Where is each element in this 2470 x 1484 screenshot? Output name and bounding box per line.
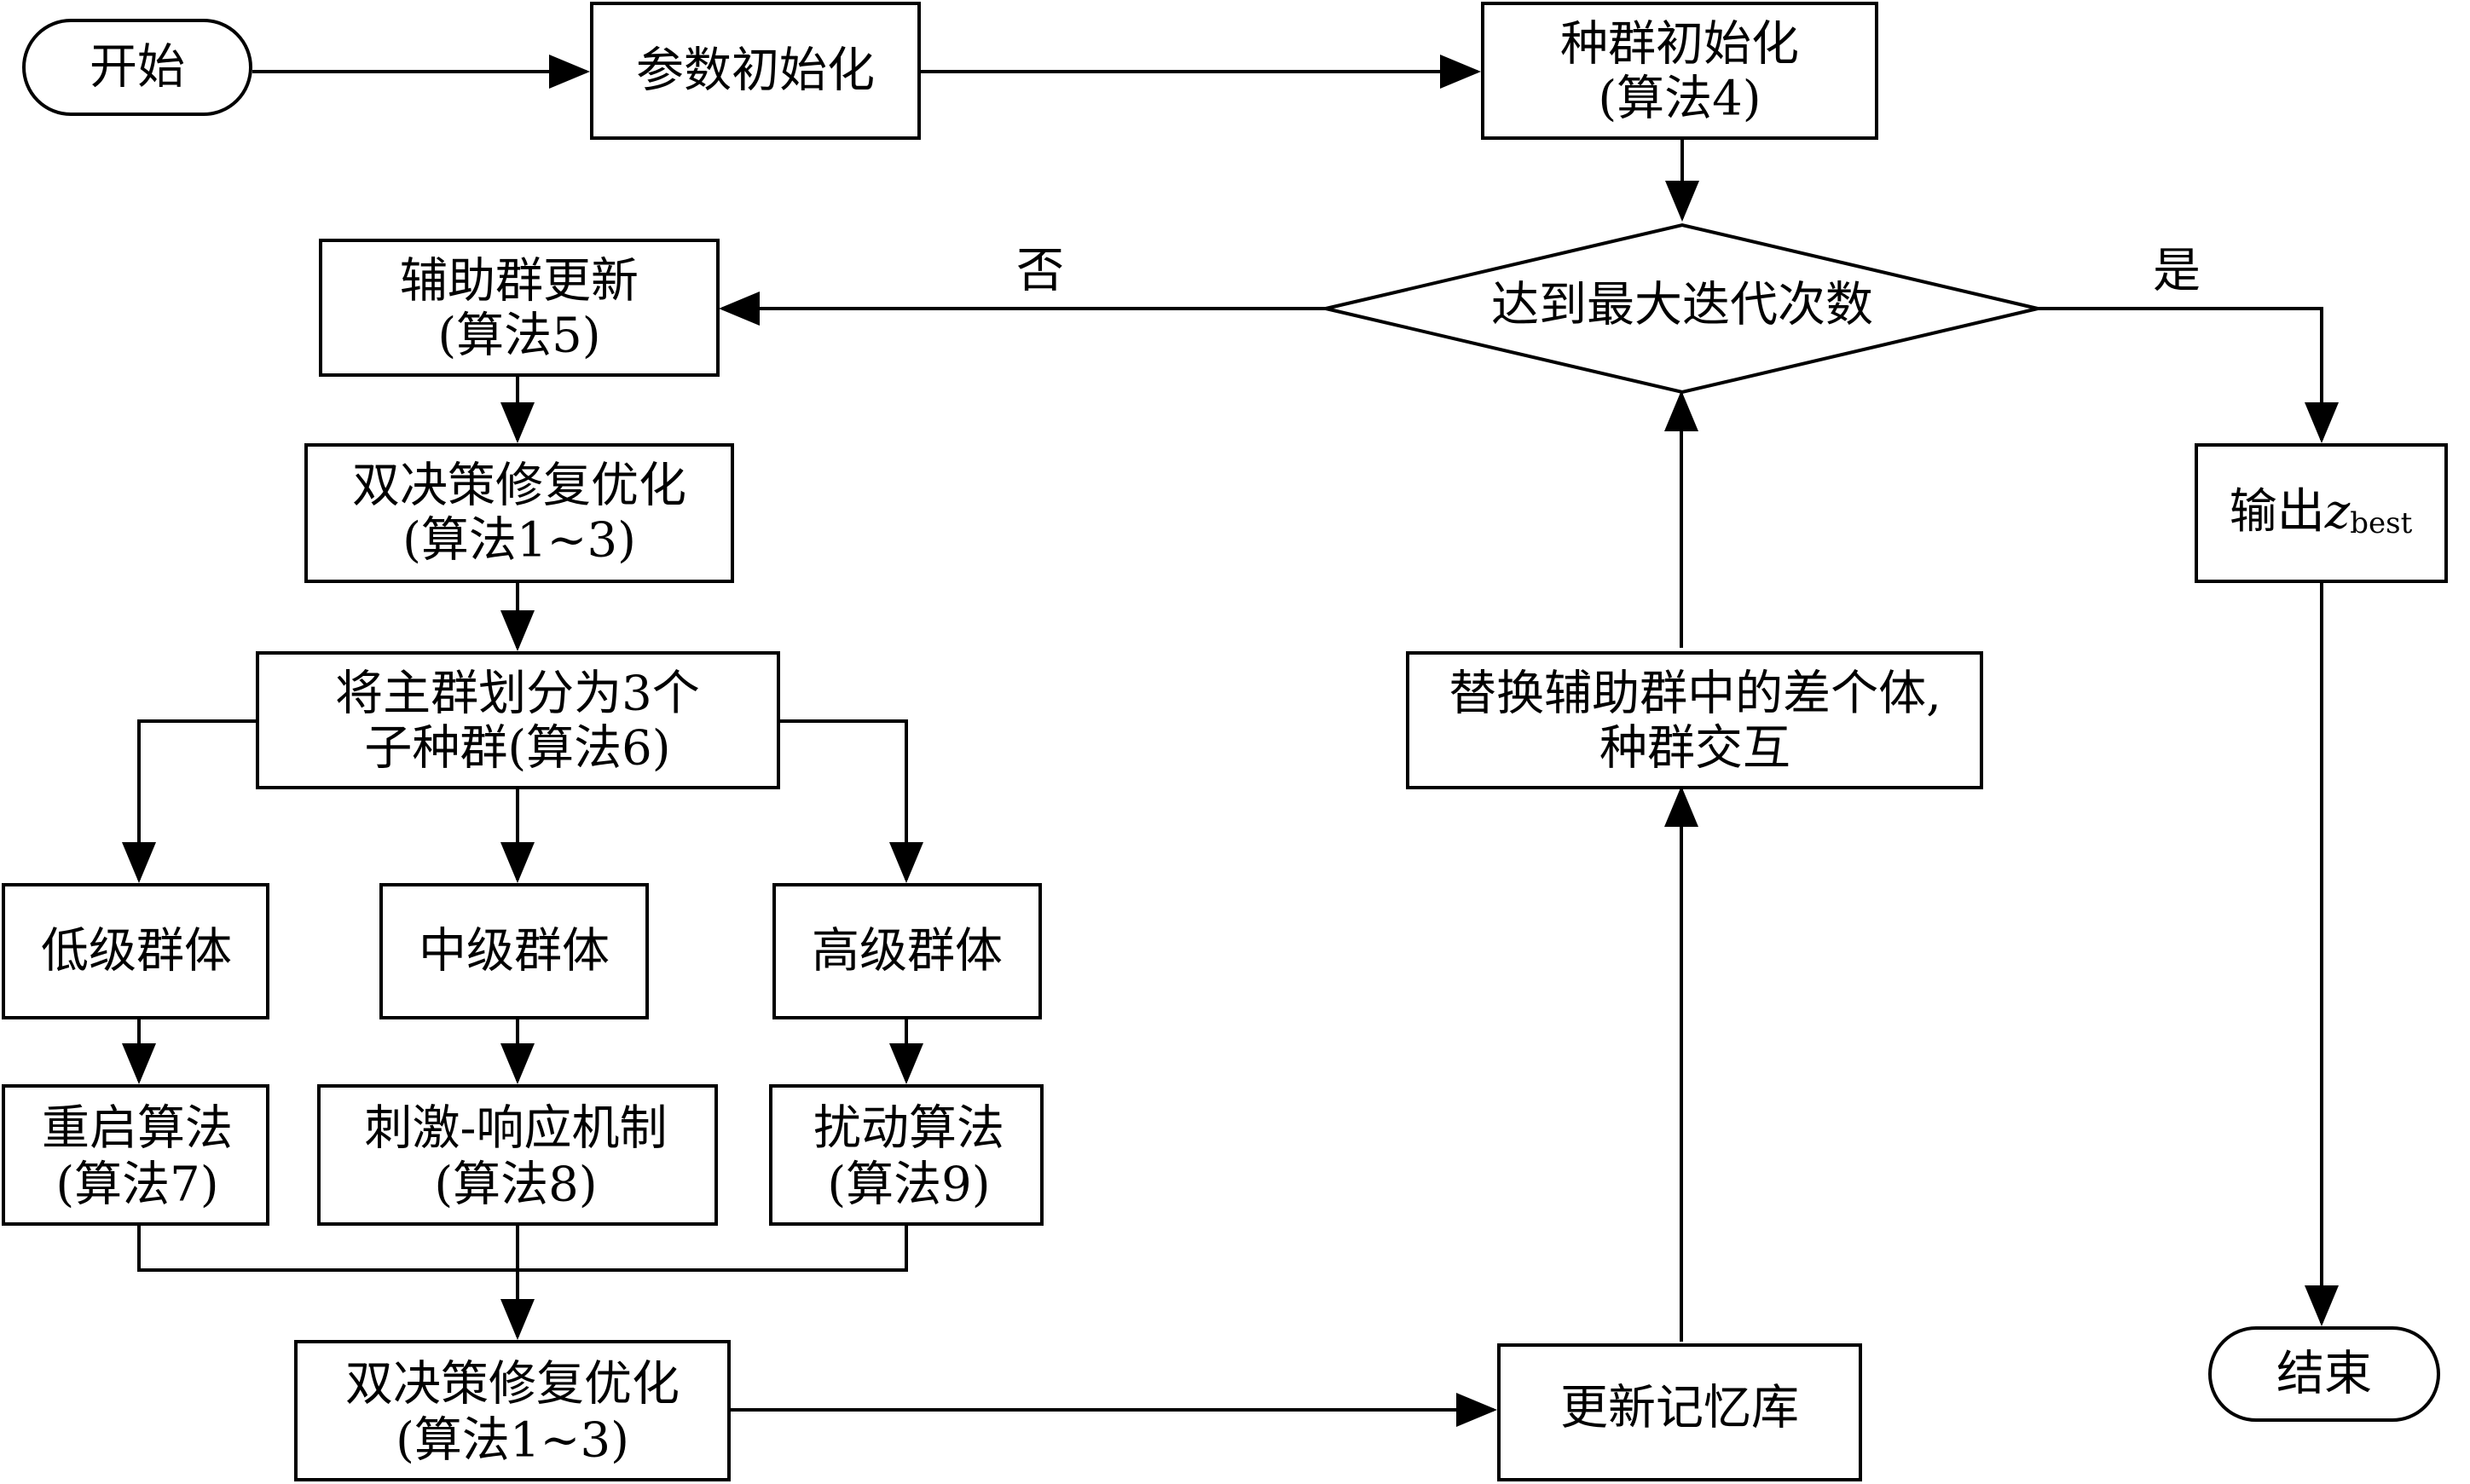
node-replace-shape [1406,651,1983,789]
node-param-init-shape [590,2,921,140]
node-stimulus: 刺激-响应机制 (算法8) [317,1084,718,1226]
node-replace-line1: 替换辅助群中的差个体, [1449,667,1941,722]
edge-divide-to-high-group [778,719,923,883]
node-stimulus-line1: 刺激-响应机制 [365,1101,668,1157]
node-aux-update-shape [319,239,720,377]
node-dual-repair-1-line1: 双决策修复优化 [352,459,686,514]
node-mid-group: 中级群体 [379,883,649,1019]
node-restart-line2: (算法7) [55,1158,218,1213]
node-stimulus-shape [317,1084,718,1226]
edge-merge-restart [137,1226,908,1272]
node-start: 开始 [22,19,252,116]
node-output: 输出zbest [2195,443,2448,583]
edge-decision-yes-to-output [2038,307,2339,443]
node-restart: 重启算法 (算法7) [2,1084,269,1226]
node-decision-shape [1325,222,2039,395]
node-memory-update-label: 更新记忆库 [1560,1381,1799,1436]
node-replace: 替换辅助群中的差个体, 种群交互 [1406,651,1983,789]
node-perturb: 扰动算法 (算法9) [769,1084,1044,1226]
edge-label-yes: 是 [2153,244,2201,299]
node-decision: 达到最大迭代次数 [1325,222,2039,395]
node-dual-repair-1-shape [304,443,734,583]
node-start-shape [22,19,252,116]
node-output-sub: best [2350,506,2412,540]
node-low-group-label: 低级群体 [41,924,232,979]
node-restart-shape [2,1084,269,1226]
node-pop-init-line2: (算法4) [1598,72,1761,127]
node-dual-repair-1: 双决策修复优化 (算法1~3) [304,443,734,583]
node-perturb-shape [769,1084,1044,1226]
node-dual-repair-2-line1: 双决策修复优化 [345,1357,680,1412]
node-output-shape [2195,443,2448,583]
node-output-text: 输出 [2230,484,2325,540]
node-mid-group-shape [379,883,649,1019]
node-divide-line1: 将主群划分为3个 [335,667,700,722]
node-low-group-shape [2,883,269,1019]
node-memory-update: 更新记忆库 [1497,1343,1862,1481]
node-end-label: 结束 [2276,1347,2372,1402]
node-low-group: 低级群体 [2,883,269,1019]
node-pop-init: 种群初始化 (算法4) [1481,2,1878,140]
node-high-group: 高级群体 [772,883,1042,1019]
edge-label-no: 否 [1016,244,1064,299]
node-perturb-line2: (算法9) [827,1158,990,1213]
node-restart-line1: 重启算法 [42,1101,233,1157]
node-pop-init-shape [1481,2,1878,140]
node-perturb-line1: 扰动算法 [813,1101,1004,1157]
node-memory-update-shape [1497,1343,1862,1481]
node-dual-repair-2-line2: (算法1~3) [396,1413,629,1469]
node-dual-repair-2-shape [294,1340,731,1481]
node-decision-label: 达到最大迭代次数 [1491,278,1873,333]
node-mid-group-label: 中级群体 [419,924,610,979]
node-divide-line2: 子种群(算法6) [364,721,670,777]
node-aux-update: 辅助群更新 (算法5) [319,239,720,377]
node-param-init: 参数初始化 [590,2,921,140]
edge-divide-to-low-group [122,719,257,883]
node-dual-repair-1-line2: (算法1~3) [402,513,636,569]
node-output-label: 输出zbest [2230,484,2413,541]
node-high-group-shape [772,883,1042,1019]
node-param-init-label: 参数初始化 [636,43,875,99]
node-stimulus-line2: (算法8) [434,1158,597,1213]
node-end: 结束 [2208,1326,2440,1422]
node-replace-line2: 种群交互 [1599,721,1790,777]
node-start-label: 开始 [90,40,185,95]
node-aux-update-line1: 辅助群更新 [400,254,639,309]
node-pop-init-line1: 种群初始化 [1560,17,1799,72]
node-high-group-label: 高级群体 [812,924,1003,979]
edges [122,55,2339,1427]
node-divide-shape [256,651,780,789]
node-divide: 将主群划分为3个 子种群(算法6) [256,651,780,789]
node-dual-repair-2: 双决策修复优化 (算法1~3) [294,1340,731,1481]
node-output-var: z [2324,484,2351,540]
node-aux-update-line2: (算法5) [437,309,600,364]
node-end-shape [2208,1326,2440,1422]
